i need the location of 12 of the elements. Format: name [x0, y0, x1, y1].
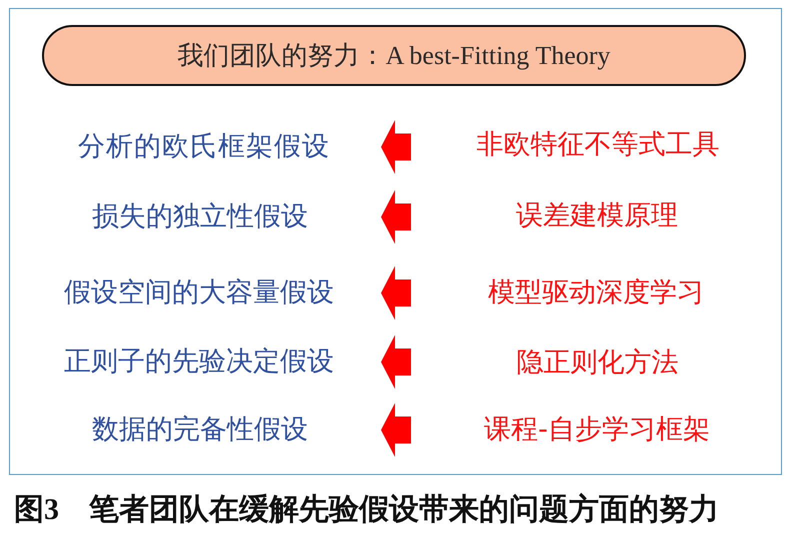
text-label: 隐正则化方法	[514, 346, 681, 380]
text-label: 损失的独立性假设	[92, 200, 381, 234]
text-label: 课程-自步学习框架	[478, 413, 716, 447]
text-label: 非欧特征不等式工具	[474, 128, 722, 162]
title-pill: 我们团队的努力：A best-Fitting Theory	[42, 25, 746, 86]
text-label: 模型驱动深度学习	[487, 276, 705, 310]
text-label: 正则子的先验决定假设	[64, 345, 381, 379]
text-label: 假设空间的大容量假设	[64, 276, 381, 310]
text-label: 分析的欧氏框架假设	[78, 130, 381, 164]
text-label: 数据的完备性假设	[92, 413, 381, 447]
text-label: 误差建模原理	[514, 199, 680, 233]
caption: 图3 笔者团队在缓解先验假设带来的问题方面的努力	[14, 492, 719, 528]
